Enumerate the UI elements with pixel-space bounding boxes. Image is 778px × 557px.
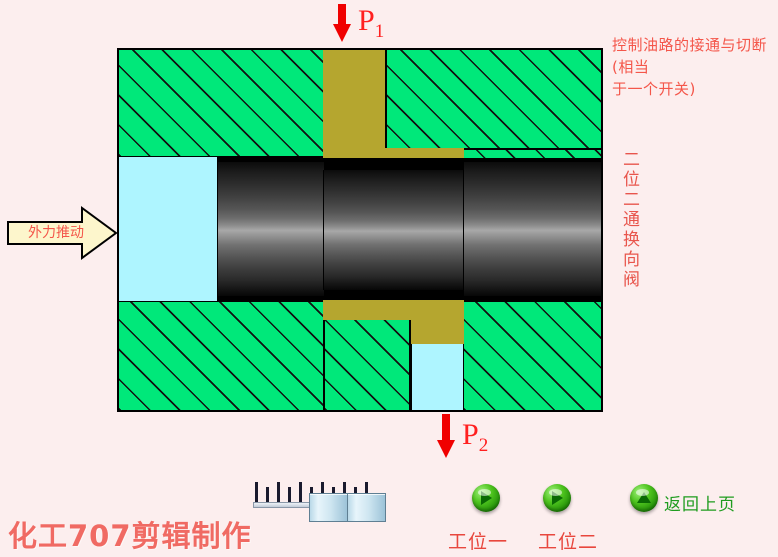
back-button[interactable] (630, 484, 658, 512)
body-block-upper-right (385, 48, 603, 158)
external-force-arrow: 外力推动 (6, 205, 118, 261)
slider-handle-left[interactable] (309, 493, 348, 522)
scale-tick (288, 487, 291, 502)
p2-arrow (436, 414, 456, 462)
chamber-left-fluid (117, 156, 218, 302)
port-channel-p2-fluid (411, 344, 464, 412)
p2-label: P2 (462, 418, 488, 457)
play-triangle-icon (552, 491, 563, 505)
valve-body-assembly (117, 48, 603, 412)
scale-slider-widget[interactable] (253, 478, 386, 522)
up-triangle-icon (637, 492, 651, 503)
back-button-label: 返回上页 (664, 495, 736, 515)
spool-land-center (323, 170, 465, 290)
p1-arrow-shaft (338, 4, 346, 28)
station-two-button[interactable] (543, 484, 571, 512)
spool-land-left (217, 162, 325, 296)
scale-tick (255, 482, 258, 502)
force-arrow-label: 外力推动 (28, 225, 84, 241)
force-arrow-shape (7, 206, 118, 260)
p2-label-text: P (462, 418, 479, 451)
body-block-upper-left (117, 48, 325, 158)
watermark-text: 化工707剪辑制作 (8, 519, 252, 553)
scale-tick (343, 482, 346, 502)
station-one-button[interactable] (472, 484, 500, 512)
scale-tick (321, 482, 324, 502)
slider-handle-right[interactable] (347, 493, 386, 522)
p1-label-text: P (358, 4, 375, 37)
p1-label: P1 (358, 4, 384, 43)
scale-tick (277, 482, 280, 502)
station-one-label: 工位一 (448, 531, 509, 553)
p1-arrow (332, 4, 352, 44)
function-note: 控制油路的接通与切断(相当 于一个开关) (612, 36, 768, 98)
body-block-lower-left (117, 300, 325, 412)
scale-tick (365, 482, 368, 502)
p1-arrow-head (333, 24, 351, 42)
p2-arrow-shaft (442, 414, 450, 444)
body-block-lower-right (462, 300, 603, 412)
spool-land-right (463, 162, 603, 296)
body-block-lower-middle (323, 310, 411, 412)
p1-label-sub: 1 (374, 21, 385, 42)
p2-arrow-head (437, 440, 455, 458)
scale-tick (299, 482, 302, 502)
scale-tick (266, 487, 269, 502)
valve-name-vertical: 二位二通换向阀 (619, 150, 639, 290)
p2-label-sub: 2 (478, 435, 489, 456)
station-two-label: 工位二 (538, 531, 599, 553)
play-triangle-icon (481, 491, 492, 505)
